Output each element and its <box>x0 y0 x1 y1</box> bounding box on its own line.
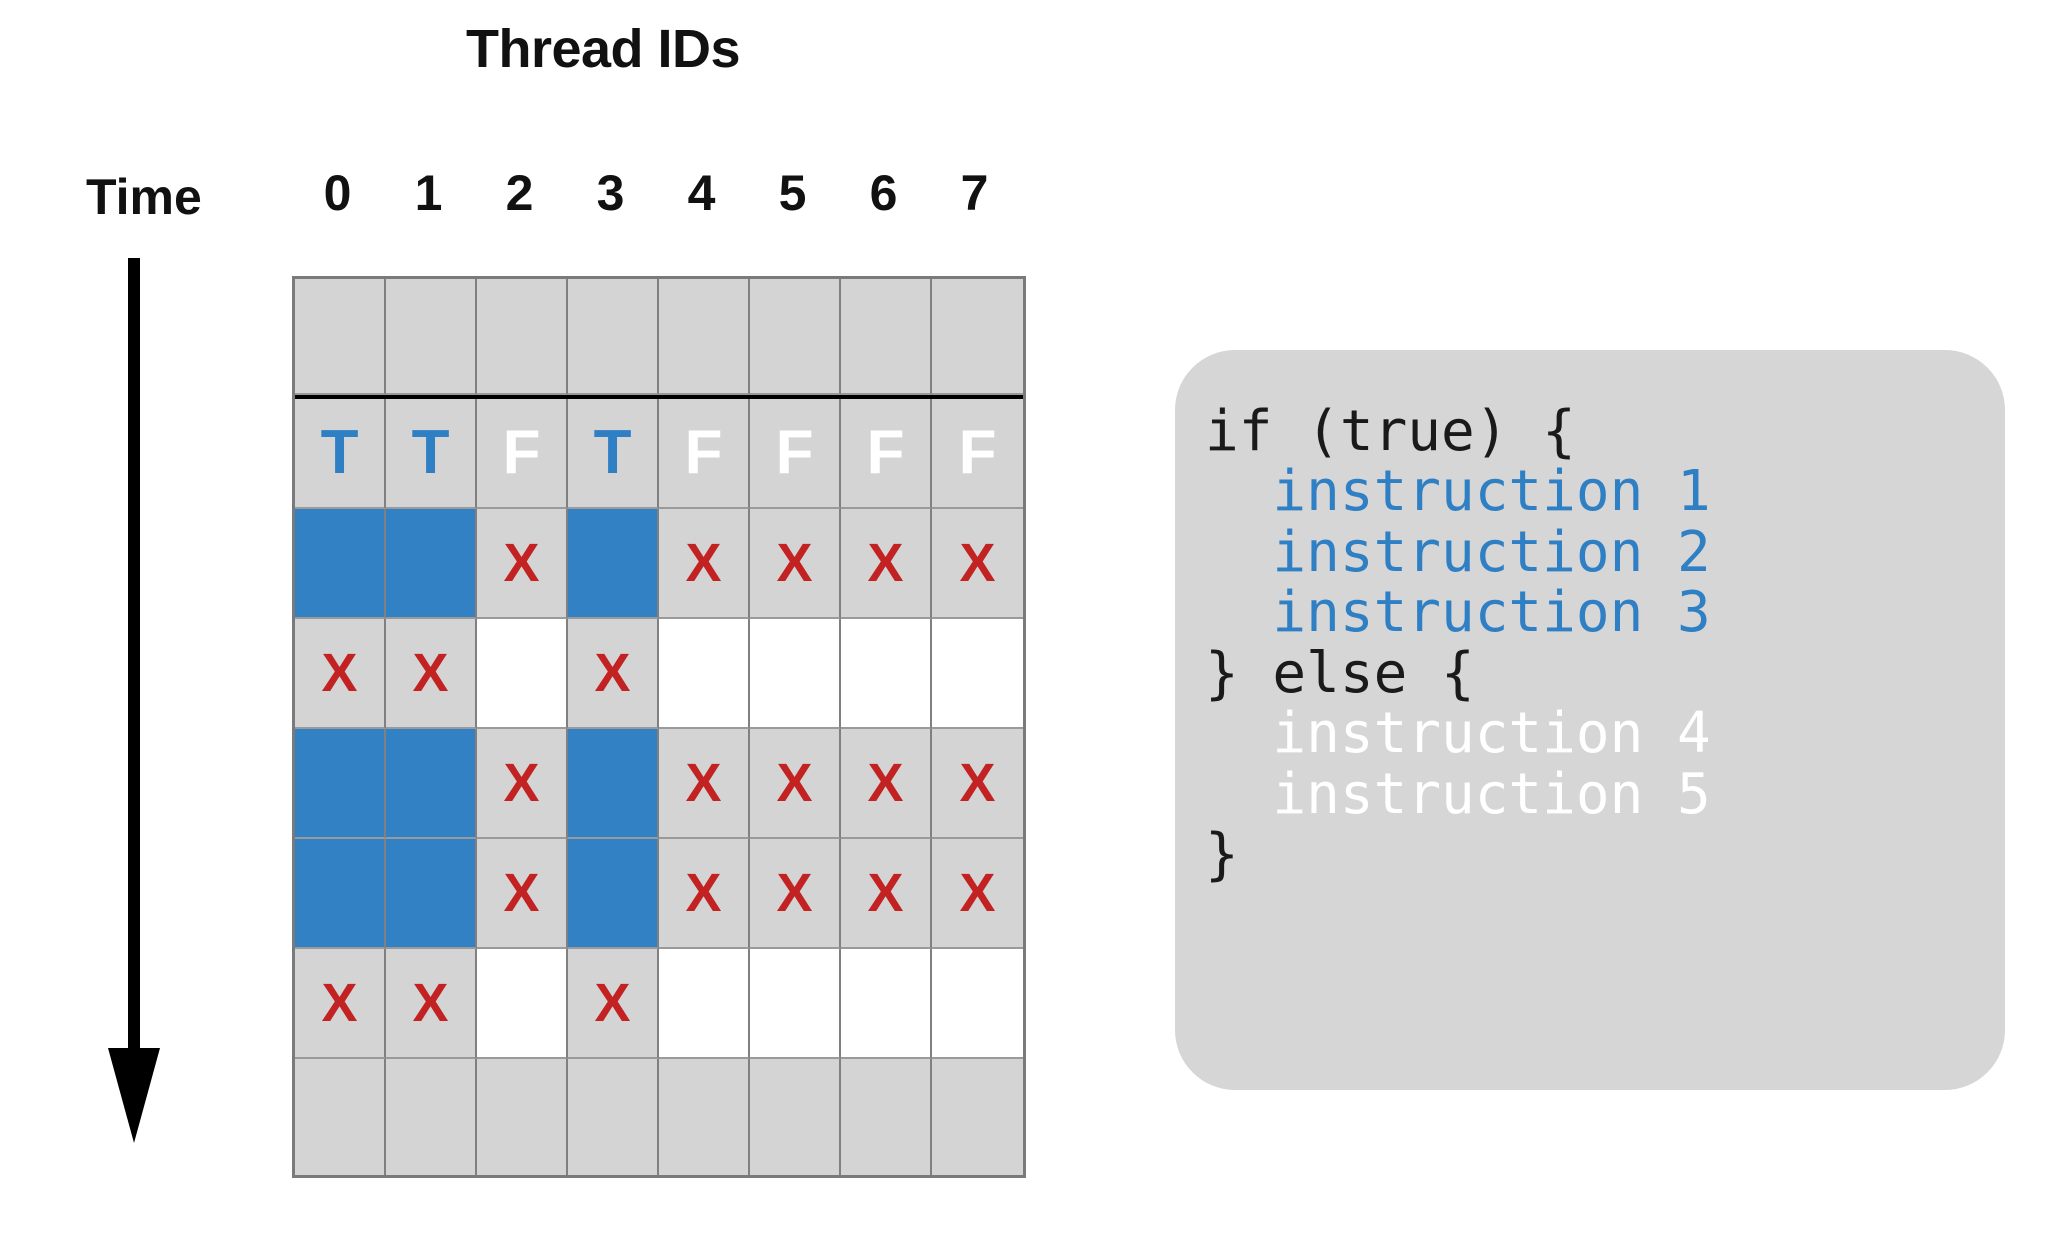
grid-cell-r5-c3 <box>568 839 659 949</box>
grid-cell-r4-c5: X <box>750 729 841 839</box>
grid-cell-r5-c7: X <box>932 839 1023 949</box>
grid-cell-r0-c4 <box>659 279 750 395</box>
time-arrow-icon <box>104 258 164 1158</box>
code-line-1: instruction 1 <box>1205 459 1711 525</box>
grid-cell-r0-c7 <box>932 279 1023 395</box>
grid-row-spacer-top <box>295 279 1023 399</box>
code-panel: if (true) { instruction 1 instruction 2 … <box>1175 350 2005 1090</box>
thread-id-header-4: 4 <box>687 165 716 221</box>
grid-cell-r0-c2 <box>477 279 568 395</box>
grid-cell-r1-c6: F <box>841 399 932 509</box>
grid-cell-r6-c3: X <box>568 949 659 1059</box>
thread-id-header-2: 2 <box>505 165 534 221</box>
code-line-0: if (true) { <box>1205 399 1576 464</box>
time-axis-label: Time <box>86 169 202 225</box>
grid-cell-r5-c2: X <box>477 839 568 949</box>
grid-cell-r4-c2: X <box>477 729 568 839</box>
grid-cell-r3-c3: X <box>568 619 659 729</box>
grid-cell-r0-c6 <box>841 279 932 395</box>
grid-cell-r7-c4 <box>659 1059 750 1175</box>
grid-cell-r2-c3 <box>568 509 659 619</box>
thread-id-column-headers: 0 1 2 3 4 5 6 7 <box>292 168 1020 218</box>
grid-cell-r2-c1 <box>386 509 477 619</box>
grid-cell-r7-c7 <box>932 1059 1023 1175</box>
grid-cell-r4-c1 <box>386 729 477 839</box>
grid-cell-r7-c5 <box>750 1059 841 1175</box>
grid-cell-r0-c1 <box>386 279 477 395</box>
thread-id-header-0: 0 <box>323 165 352 221</box>
grid-cell-r1-c1: T <box>386 399 477 509</box>
grid-cell-r6-c4 <box>659 949 750 1059</box>
grid-cell-r3-c1: X <box>386 619 477 729</box>
grid-cell-r2-c2: X <box>477 509 568 619</box>
grid-cell-r1-c3: T <box>568 399 659 509</box>
code-line-7: } <box>1205 822 1239 888</box>
grid-cell-r6-c1: X <box>386 949 477 1059</box>
grid-cell-r4-c7: X <box>932 729 1023 839</box>
grid-cell-r7-c6 <box>841 1059 932 1175</box>
grid-cell-r0-c3 <box>568 279 659 395</box>
thread-id-header-7: 7 <box>960 165 989 221</box>
code-line-4: } else { <box>1205 640 1475 706</box>
grid-cell-r3-c0: X <box>295 619 386 729</box>
grid-cell-r6-c2 <box>477 949 568 1059</box>
grid-cell-r1-c0: T <box>295 399 386 509</box>
grid-cell-r0-c0 <box>295 279 386 395</box>
grid-cell-r4-c3 <box>568 729 659 839</box>
grid-cell-r2-c7: X <box>932 509 1023 619</box>
grid-cell-r2-c6: X <box>841 509 932 619</box>
code-line-2: instruction 2 <box>1205 519 1711 585</box>
code-line-3: instruction 3 <box>1205 580 1711 646</box>
grid-cell-r5-c5: X <box>750 839 841 949</box>
grid-cell-r1-c5: F <box>750 399 841 509</box>
grid-cell-r6-c5 <box>750 949 841 1059</box>
grid-cell-r4-c0 <box>295 729 386 839</box>
code-line-6: instruction 5 <box>1205 761 1711 827</box>
grid-row-spacer-bottom <box>295 1059 1023 1175</box>
grid-cell-r2-c0 <box>295 509 386 619</box>
code-line-5: instruction 4 <box>1205 701 1711 767</box>
grid-cell-r6-c0: X <box>295 949 386 1059</box>
grid-cell-r5-c4: X <box>659 839 750 949</box>
grid-cell-r7-c3 <box>568 1059 659 1175</box>
grid-cell-r1-c2: F <box>477 399 568 509</box>
grid-cell-r3-c4 <box>659 619 750 729</box>
grid-cell-r6-c6 <box>841 949 932 1059</box>
grid-cell-r7-c0 <box>295 1059 386 1175</box>
grid-cell-r4-c4: X <box>659 729 750 839</box>
time-arrow-svg <box>108 258 160 1143</box>
grid-cell-r3-c2 <box>477 619 568 729</box>
grid-cell-r0-c5 <box>750 279 841 395</box>
grid-cell-r4-c6: X <box>841 729 932 839</box>
grid-cell-r6-c7 <box>932 949 1023 1059</box>
grid-cell-r2-c4: X <box>659 509 750 619</box>
grid-cell-r5-c6: X <box>841 839 932 949</box>
grid-cell-r5-c0 <box>295 839 386 949</box>
thread-id-header-6: 6 <box>869 165 898 221</box>
code-block: if (true) { instruction 1 instruction 2 … <box>1205 399 2005 888</box>
grid-cell-r3-c7 <box>932 619 1023 729</box>
grid-cell-r3-c5 <box>750 619 841 729</box>
grid-cell-r2-c5: X <box>750 509 841 619</box>
thread-id-header-5: 5 <box>778 165 807 221</box>
thread-id-header-3: 3 <box>596 165 625 221</box>
grid-cell-r5-c1 <box>386 839 477 949</box>
grid-cell-r7-c1 <box>386 1059 477 1175</box>
grid-cell-r1-c4: F <box>659 399 750 509</box>
grid-cell-r7-c2 <box>477 1059 568 1175</box>
thread-id-header-1: 1 <box>414 165 443 221</box>
thread-ids-title: Thread IDs <box>466 19 741 79</box>
grid-cell-r1-c7: F <box>932 399 1023 509</box>
grid-cell-r3-c6 <box>841 619 932 729</box>
